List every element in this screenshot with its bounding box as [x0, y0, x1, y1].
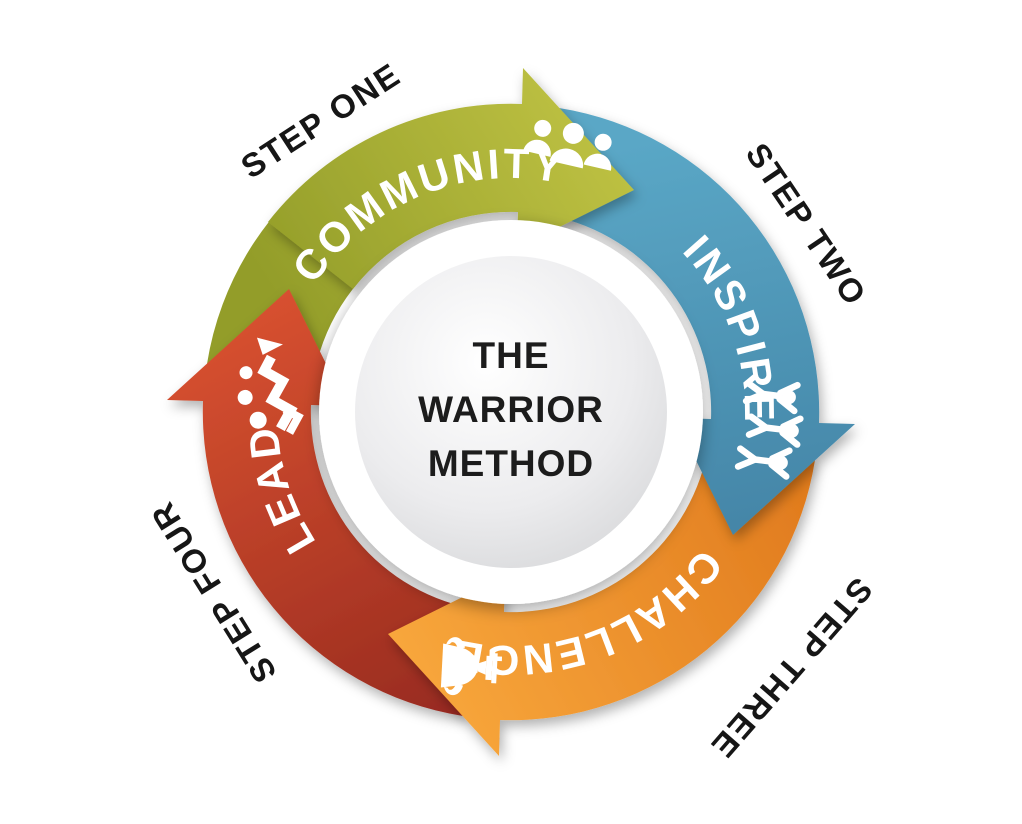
center-title-line-1: THE: [473, 335, 550, 376]
center-title-line-3: METHOD: [428, 443, 594, 484]
growth-arrow-icon: [237, 337, 304, 435]
trophy-icon: [440, 637, 498, 696]
center-title-line-2: WARRIOR: [418, 389, 604, 430]
center-circle: [355, 256, 667, 568]
center-title: THE WARRIOR METHOD: [418, 335, 604, 484]
people-group-icon: [523, 119, 612, 171]
cheering-people-icon: [734, 379, 804, 480]
